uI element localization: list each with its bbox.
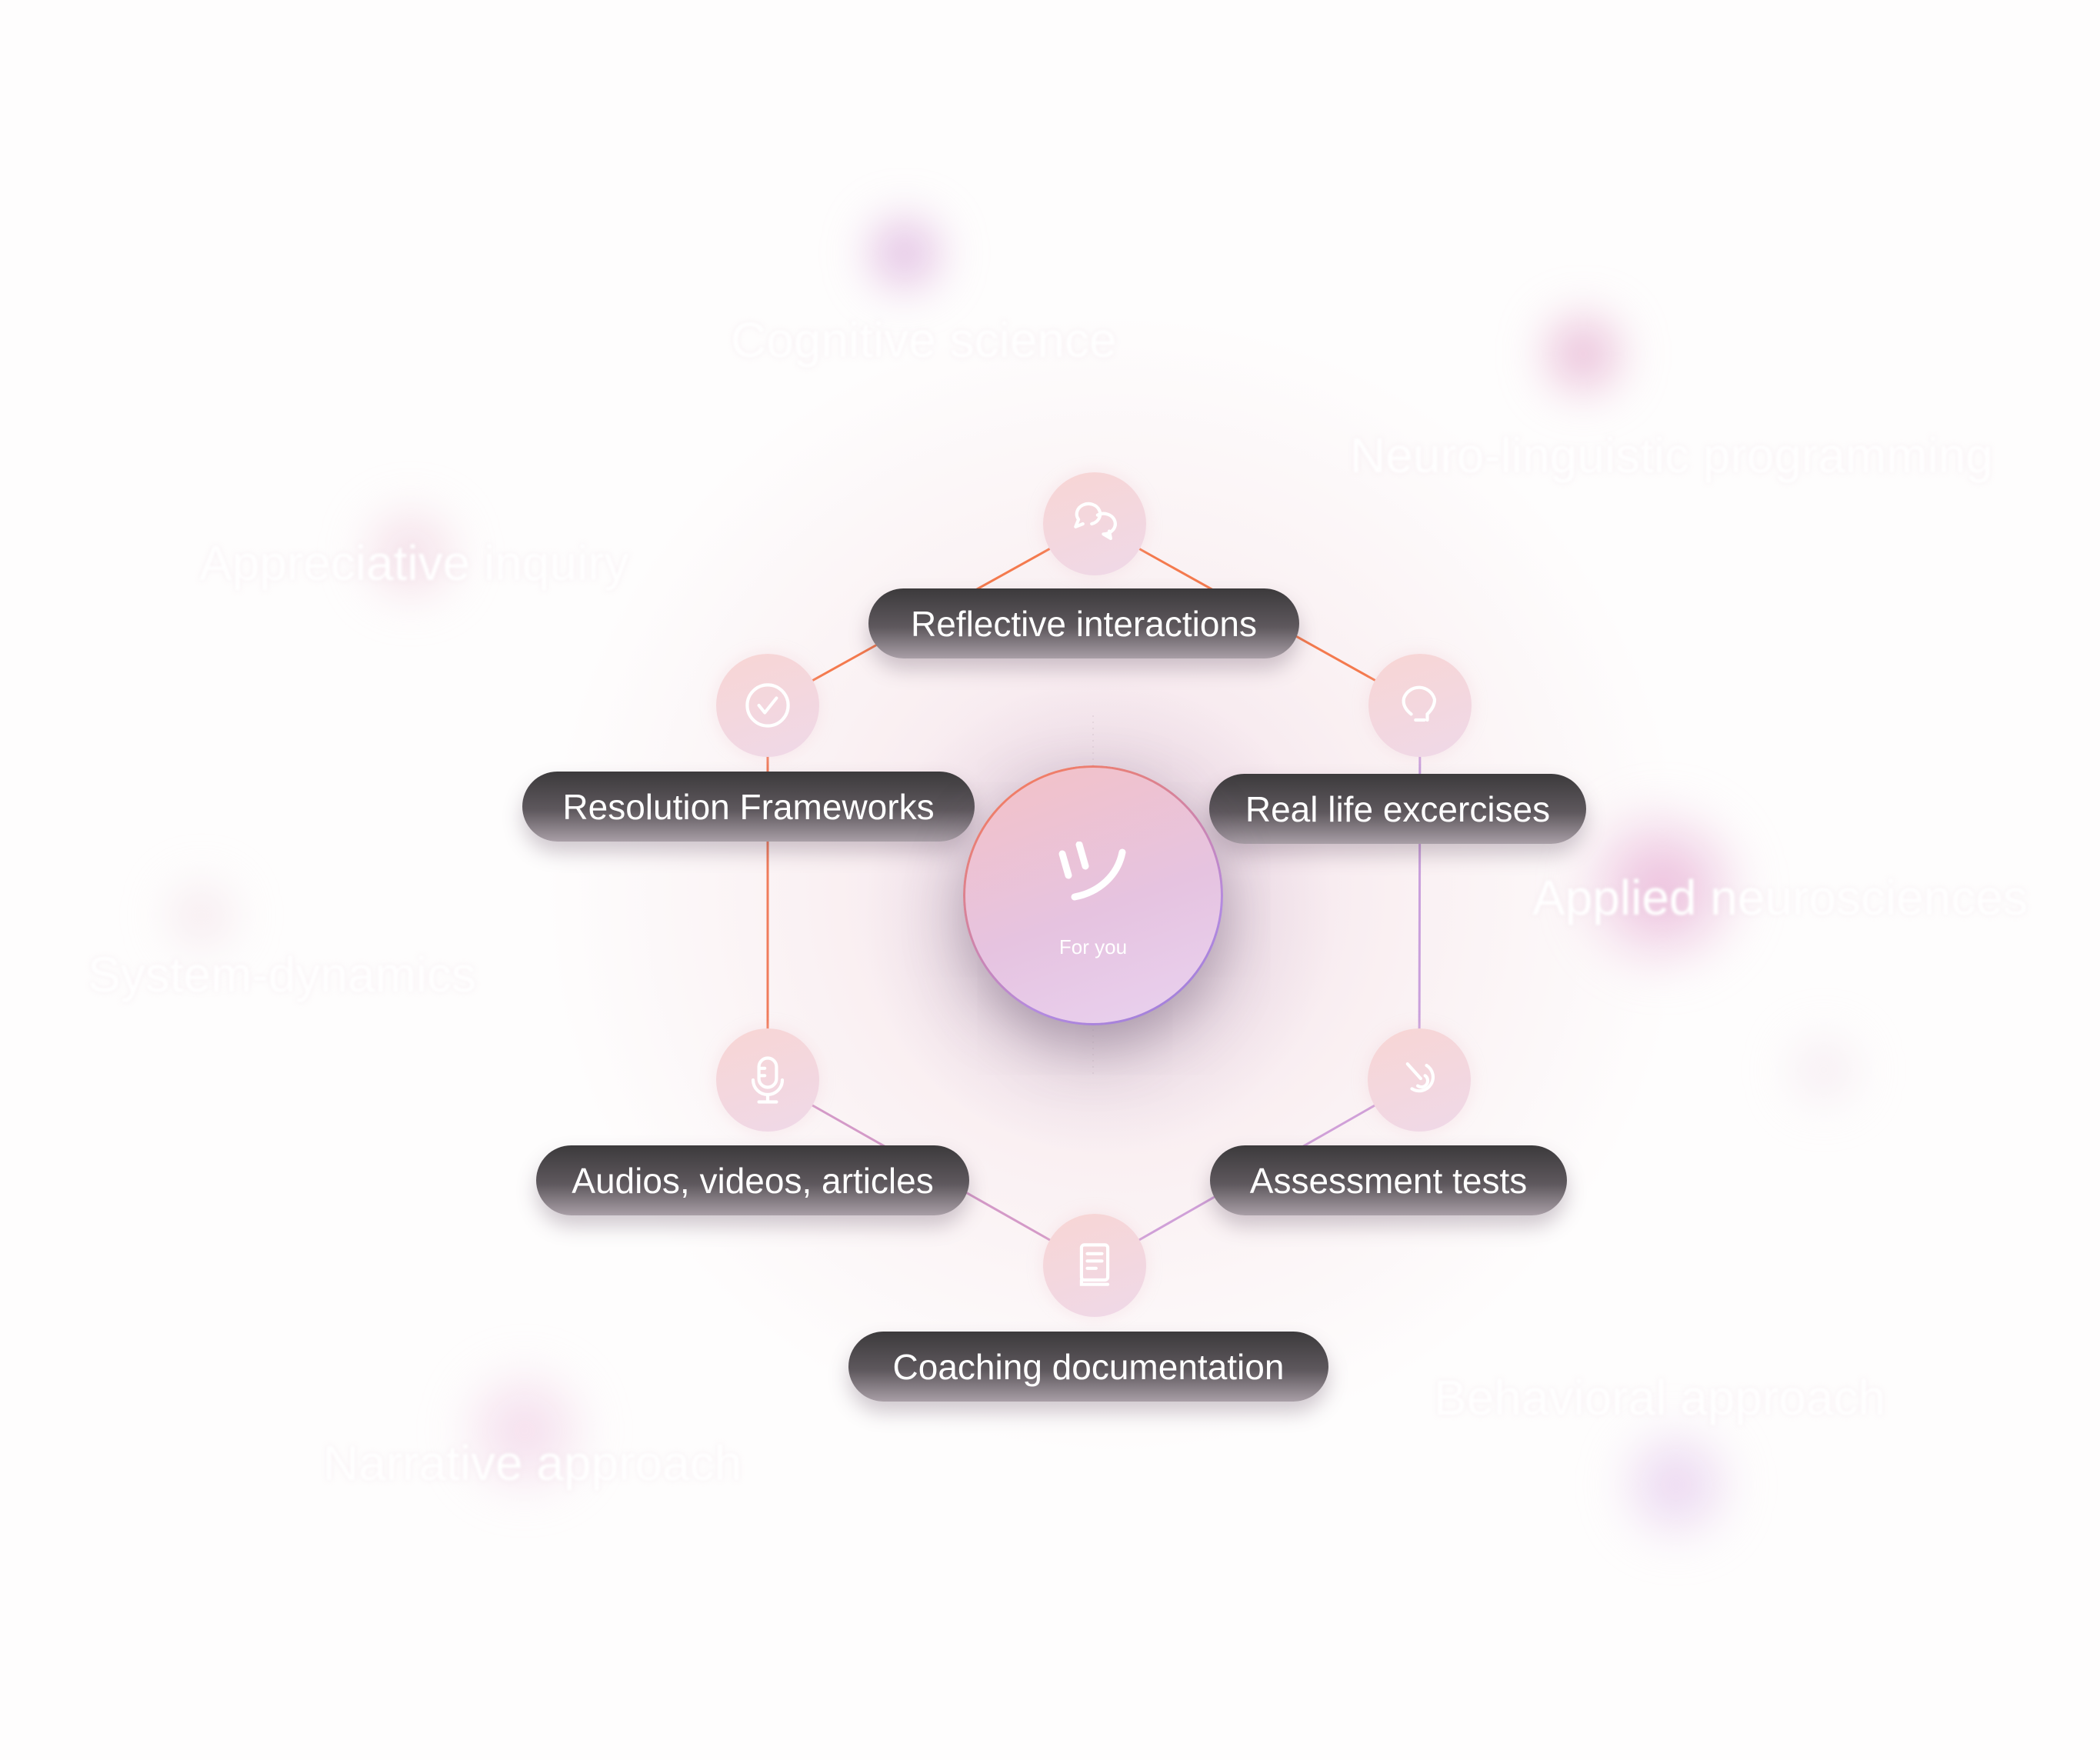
blur-blob <box>349 500 472 608</box>
topic-appreciative-inquiry: Appreciative inquiry <box>199 535 629 591</box>
topic-applied-neurosciences: Applied neurosciences <box>1532 870 2028 925</box>
blur-blob <box>1778 1024 1870 1116</box>
label-resolution-frameworks[interactable]: Resolution Frameworks <box>522 772 975 842</box>
label-assessment-tests[interactable]: Assessment tests <box>1210 1145 1567 1215</box>
node-audios-videos-articles[interactable] <box>716 1028 819 1132</box>
label-audios-videos-articles[interactable]: Audios, videos, articles <box>536 1145 969 1215</box>
node-coaching-documentation[interactable] <box>1043 1214 1146 1317</box>
topic-system-dynamics: System-dynamics <box>88 947 476 1002</box>
blur-blob <box>448 1362 602 1500</box>
blur-blob <box>858 203 951 303</box>
for-you-label: For you <box>1058 935 1128 958</box>
microphone-icon <box>751 1056 785 1104</box>
node-resolution-frameworks[interactable] <box>716 654 819 757</box>
label-reflective-interactions[interactable]: Reflective interactions <box>868 588 1299 658</box>
topic-cognitive-science: Cognitive science <box>731 312 1117 368</box>
for-you-hub[interactable]: For you <box>965 768 1221 1023</box>
lightbulb-icon <box>1402 685 1437 722</box>
smile-icon <box>1058 842 1126 901</box>
node-assessment-tests[interactable] <box>1368 1028 1471 1132</box>
connector <box>1418 705 1422 1081</box>
node-real-life-exercises[interactable] <box>1368 654 1472 757</box>
blur-blob <box>155 869 248 962</box>
blur-blob <box>1537 296 1629 412</box>
topic-narrative-approach: Narrative approach <box>323 1435 742 1491</box>
chat-bubbles-icon <box>1074 502 1117 541</box>
node-reflective-interactions[interactable] <box>1043 472 1146 575</box>
topic-nlp: Neuro-linguistic programming <box>1350 428 1993 483</box>
blur-blob <box>1570 796 1755 981</box>
ear-icon <box>1405 1062 1435 1093</box>
book-icon <box>1079 1243 1110 1286</box>
topic-behavioral-approach: Behavioral approach <box>1434 1370 1886 1425</box>
blur-blob <box>1615 1415 1738 1554</box>
check-circle-icon <box>745 683 790 728</box>
label-real-life-exercises[interactable]: Real life excercises <box>1209 774 1586 844</box>
label-coaching-documentation[interactable]: Coaching documentation <box>848 1332 1328 1402</box>
